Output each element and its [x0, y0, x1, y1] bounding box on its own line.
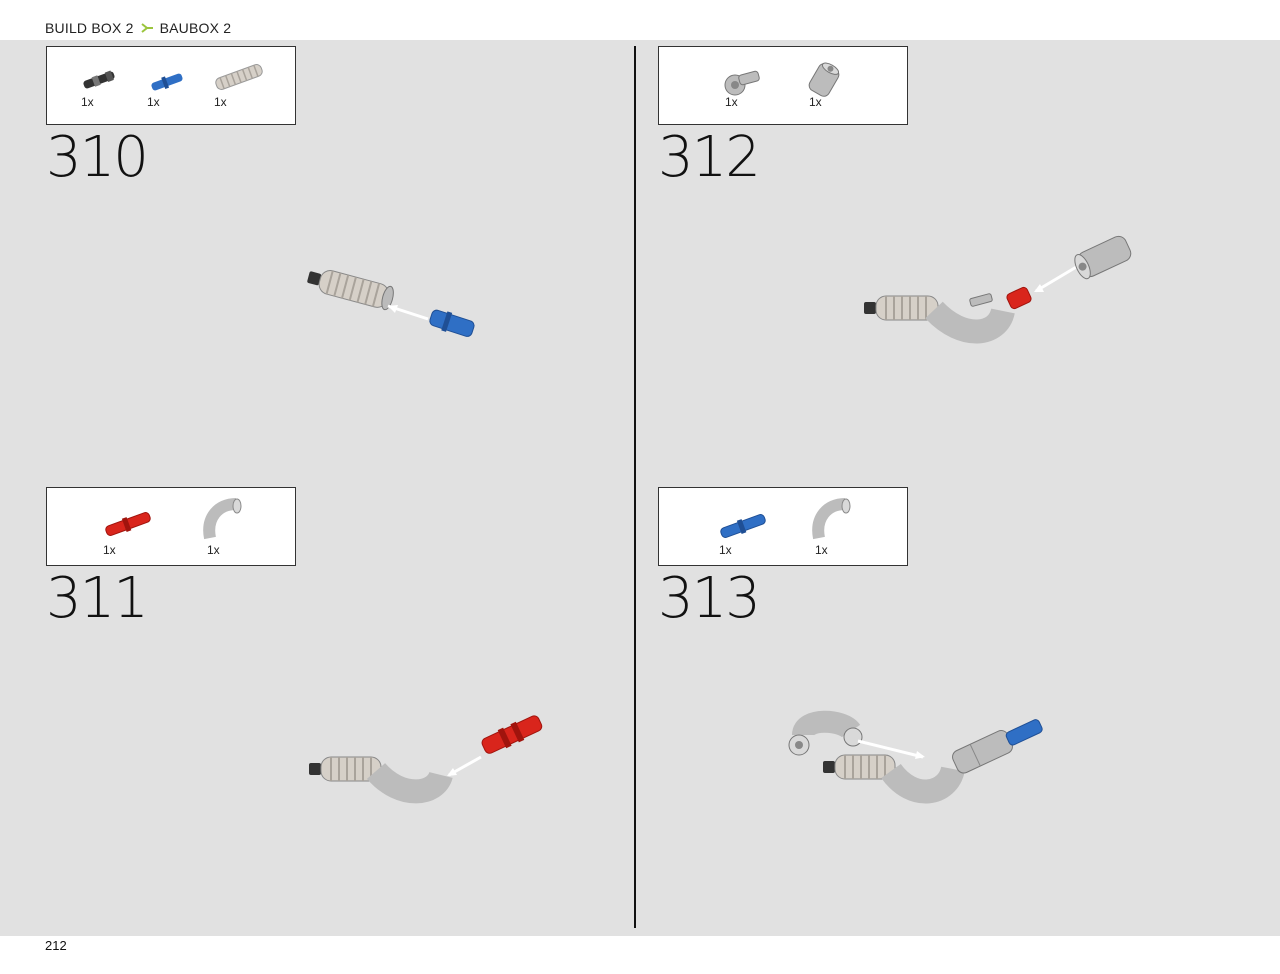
breadcrumb-primary[interactable]: BUILD BOX 2	[45, 20, 134, 36]
breadcrumb: BUILD BOX 2 BAUBOX 2	[45, 20, 231, 36]
step-number: 311	[46, 566, 149, 631]
part-qty: 1x	[809, 95, 822, 109]
part-qty: 1x	[214, 95, 227, 109]
step-311-assembly	[309, 715, 543, 804]
grey-elbow-icon	[203, 498, 242, 540]
step-311: 1x 1x 311	[46, 487, 606, 927]
step-310-assembly	[307, 270, 475, 337]
part-qty: 1x	[719, 543, 732, 557]
page-number: 212	[45, 938, 67, 953]
blue-pin-icon	[151, 73, 183, 91]
part-qty: 1x	[81, 95, 94, 109]
parts-list: 1x 1x 1x	[46, 46, 296, 125]
black-axle-connector-icon	[83, 70, 115, 89]
step-312-assembly	[864, 235, 1132, 344]
step-number: 312	[658, 125, 761, 190]
step-312: 1x 1x 312	[658, 46, 1218, 486]
parts-list: 1x 1x	[658, 46, 908, 125]
grey-pin-connector-icon	[724, 70, 760, 96]
red-pin-icon	[105, 512, 151, 536]
step-number: 310	[46, 125, 149, 190]
part-qty: 1x	[815, 543, 828, 557]
parts-list: 1x 1x	[46, 487, 296, 566]
breadcrumb-secondary[interactable]: BAUBOX 2	[159, 20, 232, 36]
parts-list: 1x 1x	[658, 487, 908, 566]
step-313: 1x 1x 313	[658, 487, 1218, 927]
part-qty: 1x	[103, 543, 116, 557]
footer-bar	[0, 936, 1280, 974]
grey-tube-connector-icon	[808, 62, 840, 97]
header-bar	[0, 0, 1280, 40]
step-310: 1x 1x 1x 310	[46, 46, 606, 486]
step-313-assembly	[788, 710, 1043, 804]
blue-axle-pin-icon	[720, 514, 766, 538]
ribbed-hose-icon	[215, 64, 263, 90]
column-divider	[634, 46, 636, 928]
grey-elbow-icon	[812, 498, 851, 540]
part-qty: 1x	[725, 95, 738, 109]
step-number: 313	[658, 566, 761, 631]
part-qty: 1x	[147, 95, 160, 109]
part-qty: 1x	[207, 543, 220, 557]
chevron-right-icon	[140, 23, 153, 33]
